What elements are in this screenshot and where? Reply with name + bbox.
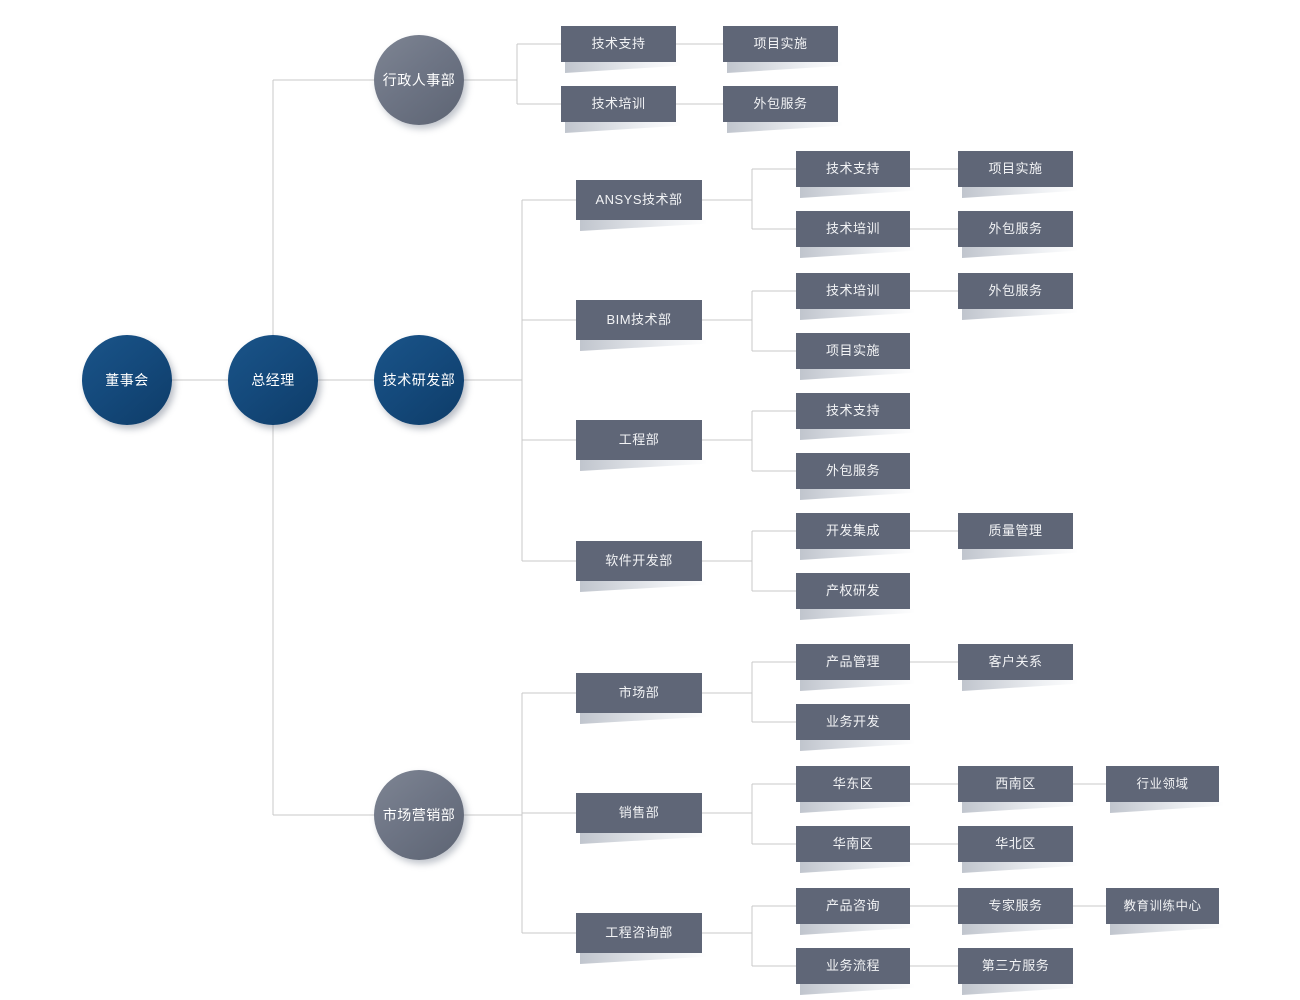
node-label: 华北区 <box>995 836 1036 852</box>
node-market-customer-relations[interactable]: 客户关系 <box>958 644 1073 680</box>
node-ansys-tech-training[interactable]: 技术培训 <box>796 211 910 247</box>
node-label: 技术研发部 <box>382 371 456 388</box>
node-board-of-directors[interactable]: 董事会 <box>82 335 172 425</box>
node-label: 业务开发 <box>825 714 880 730</box>
node-engineering-consulting-department[interactable]: 工程咨询部 <box>576 913 702 953</box>
node-label: 产品管理 <box>825 654 880 670</box>
node-market-business-development[interactable]: 业务开发 <box>796 704 910 740</box>
node-label: 市场营销部 <box>382 806 456 823</box>
node-label: 项目实施 <box>988 161 1043 177</box>
node-label: 工程部 <box>618 432 660 448</box>
node-ansys-tech-support[interactable]: 技术支持 <box>796 151 910 187</box>
node-label: 专家服务 <box>988 898 1043 914</box>
node-label: 技术培训 <box>591 96 646 112</box>
node-label: 教育训练中心 <box>1123 898 1202 913</box>
node-label: 销售部 <box>618 805 660 821</box>
node-engineering-outsourcing-service[interactable]: 外包服务 <box>796 453 910 489</box>
node-consulting-product-consultation[interactable]: 产品咨询 <box>796 888 910 924</box>
node-bim-tech-training[interactable]: 技术培训 <box>796 273 910 309</box>
node-hr-project-implementation[interactable]: 项目实施 <box>723 26 838 62</box>
node-label: 外包服务 <box>988 221 1043 237</box>
node-label: 技术支持 <box>591 36 646 52</box>
node-label: 西南区 <box>995 776 1036 792</box>
node-sales-south-china-region[interactable]: 华南区 <box>796 826 910 862</box>
node-label: 业务流程 <box>825 958 880 974</box>
node-label: 外包服务 <box>825 463 880 479</box>
node-engineering-tech-support[interactable]: 技术支持 <box>796 393 910 429</box>
node-consulting-business-process[interactable]: 业务流程 <box>796 948 910 984</box>
node-label: 华南区 <box>832 836 874 852</box>
node-label: 技术支持 <box>825 161 880 177</box>
node-label: 华东区 <box>832 776 874 792</box>
node-label: 开发集成 <box>825 523 880 539</box>
node-label: 外包服务 <box>753 96 808 112</box>
node-label: 项目实施 <box>825 343 880 359</box>
node-label: 外包服务 <box>988 283 1043 299</box>
node-software-dev-integration[interactable]: 开发集成 <box>796 513 910 549</box>
node-sales-industry-sector[interactable]: 行业领域 <box>1106 766 1219 802</box>
node-label: 董事会 <box>105 371 149 388</box>
node-bim-project-implementation[interactable]: 项目实施 <box>796 333 910 369</box>
node-label: 项目实施 <box>753 36 808 52</box>
node-sales-north-china-region[interactable]: 华北区 <box>958 826 1073 862</box>
node-sales-southwest-region[interactable]: 西南区 <box>958 766 1073 802</box>
node-label: 行政人事部 <box>382 71 456 88</box>
node-sales-east-china-region[interactable]: 华东区 <box>796 766 910 802</box>
node-bim-outsourcing-service[interactable]: 外包服务 <box>958 273 1073 309</box>
node-consulting-expert-service[interactable]: 专家服务 <box>958 888 1073 924</box>
node-label: BIM技术部 <box>606 312 672 328</box>
node-label: 技术支持 <box>825 403 880 419</box>
node-label: 工程咨询部 <box>605 925 673 941</box>
node-label: 质量管理 <box>988 523 1043 539</box>
node-hr-outsourcing-service[interactable]: 外包服务 <box>723 86 838 122</box>
node-software-quality-management[interactable]: 质量管理 <box>958 513 1073 549</box>
node-label: 软件开发部 <box>605 553 673 569</box>
node-consulting-education-training-center[interactable]: 教育训练中心 <box>1106 888 1219 924</box>
node-engineering-department[interactable]: 工程部 <box>576 420 702 460</box>
node-label: ANSYS技术部 <box>595 192 683 208</box>
node-sales-department[interactable]: 销售部 <box>576 793 702 833</box>
node-general-manager[interactable]: 总经理 <box>228 335 318 425</box>
node-marketing-division[interactable]: 市场营销部 <box>374 770 464 860</box>
node-bim-tech-department[interactable]: BIM技术部 <box>576 300 702 340</box>
node-label: 技术培训 <box>825 283 880 299</box>
node-ansys-tech-department[interactable]: ANSYS技术部 <box>576 180 702 220</box>
node-ansys-outsourcing-service[interactable]: 外包服务 <box>958 211 1073 247</box>
node-label: 产品咨询 <box>825 898 880 914</box>
node-hr-tech-support[interactable]: 技术支持 <box>561 26 676 62</box>
node-market-department[interactable]: 市场部 <box>576 673 702 713</box>
node-software-development-department[interactable]: 软件开发部 <box>576 541 702 581</box>
node-label: 客户关系 <box>988 654 1043 670</box>
node-hr-tech-training[interactable]: 技术培训 <box>561 86 676 122</box>
node-label: 总经理 <box>251 371 295 388</box>
node-label: 行业领域 <box>1136 776 1189 791</box>
node-label: 市场部 <box>618 685 660 701</box>
node-ansys-project-implementation[interactable]: 项目实施 <box>958 151 1073 187</box>
node-rnd-department[interactable]: 技术研发部 <box>374 335 464 425</box>
node-label: 产权研发 <box>825 583 880 599</box>
node-label: 技术培训 <box>825 221 880 237</box>
node-software-ip-research[interactable]: 产权研发 <box>796 573 910 609</box>
node-consulting-third-party-service[interactable]: 第三方服务 <box>958 948 1073 984</box>
node-label: 第三方服务 <box>981 958 1050 974</box>
node-admin-hr-department[interactable]: 行政人事部 <box>374 35 464 125</box>
node-market-product-management[interactable]: 产品管理 <box>796 644 910 680</box>
